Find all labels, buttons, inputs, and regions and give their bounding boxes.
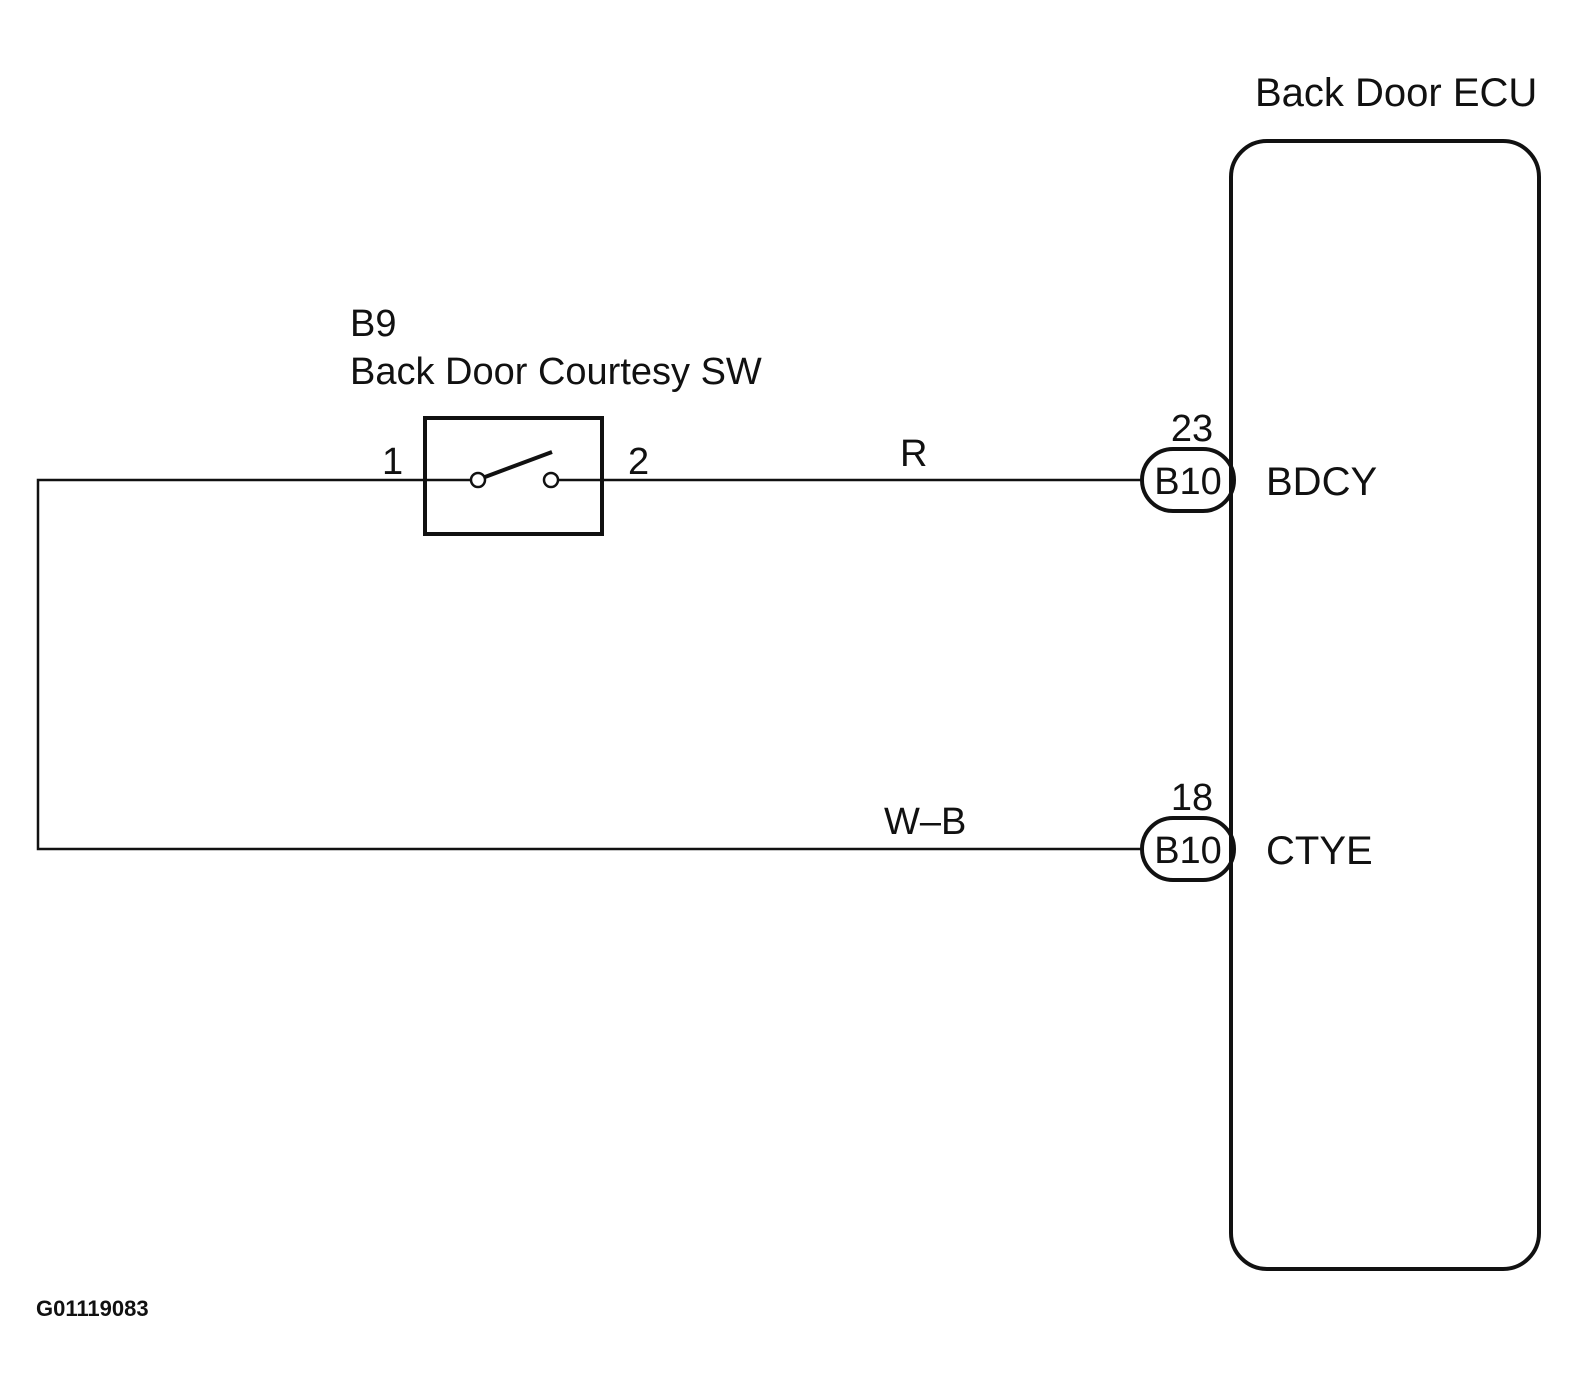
wire-color-top: R: [900, 433, 927, 475]
terminal-pin-number: 23: [1171, 408, 1213, 450]
switch-box: [423, 416, 604, 536]
ecu-box: [1229, 139, 1541, 1271]
ecu-title: Back Door ECU: [1255, 71, 1537, 115]
connector-label: B10: [1154, 830, 1222, 872]
wire-color-bottom: W–B: [884, 801, 966, 843]
switch-pin-1: 1: [382, 441, 403, 483]
wire-paths: [36, 478, 1142, 851]
switch-code: B9: [350, 303, 396, 345]
connector-badge: [1140, 447, 1236, 513]
terminal-pin-number: 18: [1171, 777, 1213, 819]
connector-label: B10: [1154, 461, 1222, 503]
switch-contact-symbol: [469, 450, 560, 489]
switch-pin-2: 2: [628, 441, 649, 483]
switch-name: Back Door Courtesy SW: [350, 351, 762, 393]
connector-badge: [1140, 816, 1236, 882]
terminal-name: CTYE: [1266, 829, 1373, 873]
figure-id: G01119083: [36, 1296, 149, 1321]
terminal-name: BDCY: [1266, 460, 1377, 504]
